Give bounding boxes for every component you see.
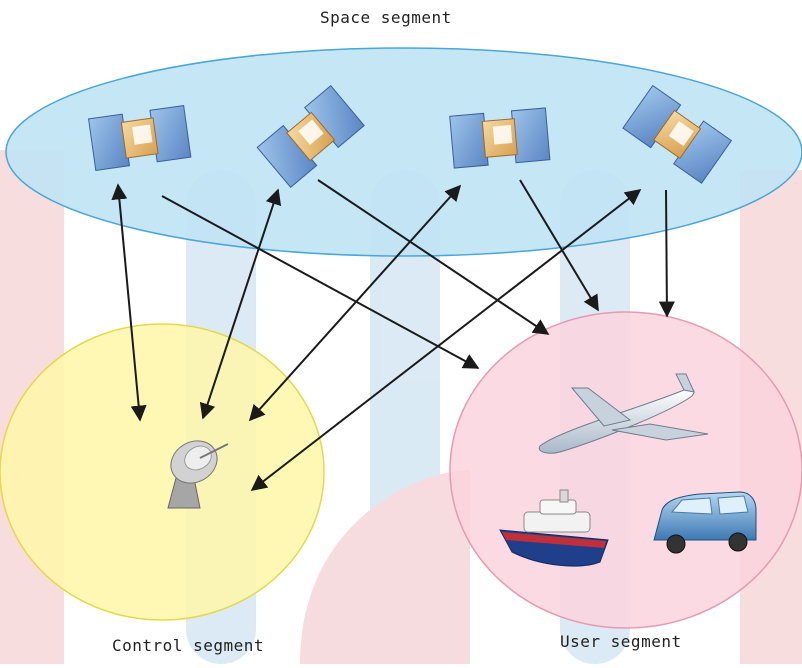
arrow-sat1-user [161,195,480,369]
space-segment-label: Space segment [320,8,452,27]
satellite-icon [449,107,551,169]
satellite-icon [88,105,192,172]
ship-icon [499,489,609,567]
user-segment-label: User segment [560,632,682,651]
arrow-sat3-user [519,179,599,312]
signal-arrows [111,179,675,491]
arrow-sat4-control [250,189,642,491]
arrow-sat4-user [658,189,675,318]
arrow-sat2-user [317,179,550,335]
car-icon [653,491,757,554]
arrow-sat1-control [111,183,147,422]
satellite-icon [622,84,733,184]
satellite-icon [256,84,365,188]
satellite-dish-icon [167,440,229,509]
user-segment-region [449,311,802,629]
control-segment-label: Control segment [112,636,264,655]
